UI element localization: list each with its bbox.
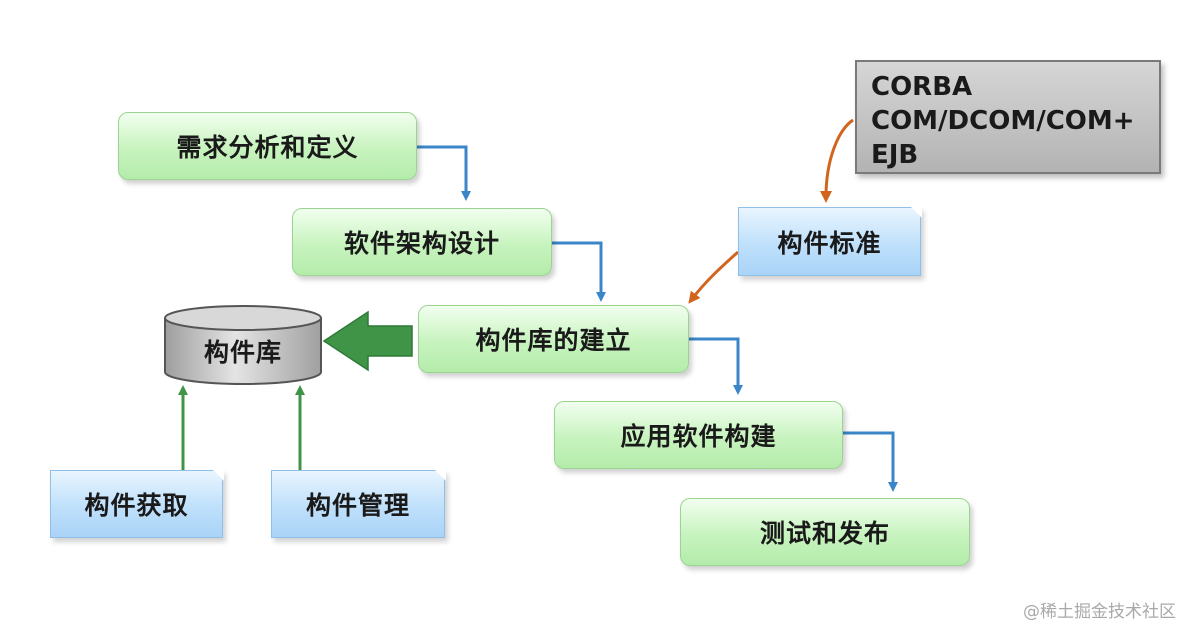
node-architecture: 软件架构设计 bbox=[292, 208, 552, 276]
library-cylinder bbox=[164, 305, 322, 385]
watermark: @稀土掘金技术社区 bbox=[1023, 602, 1176, 622]
arrow-standard-to-library-build bbox=[688, 250, 739, 304]
node-test-release: 测试和发布 bbox=[680, 498, 970, 566]
arrow-requirements-to-architecture bbox=[417, 145, 471, 201]
node-requirements: 需求分析和定义 bbox=[118, 112, 417, 180]
standards-list-box: CORBA COM/DCOM/COM+ EJB bbox=[855, 60, 1161, 174]
node-library-label: 构件库 bbox=[203, 338, 282, 367]
arrow-library-build-to-library bbox=[322, 310, 413, 372]
arrow-app-build-to-test bbox=[843, 431, 898, 492]
arrow-architecture-to-library-build bbox=[552, 241, 606, 302]
standard-com: COM/DCOM/COM+ bbox=[871, 106, 1135, 136]
node-app-build: 应用软件构建 bbox=[554, 401, 843, 469]
node-manage: 构件管理 bbox=[271, 469, 446, 538]
node-acquire: 构件获取 bbox=[50, 469, 224, 538]
standard-corba: CORBA bbox=[871, 72, 973, 102]
arrow-standards-to-standard bbox=[820, 118, 854, 203]
node-library-build: 构件库的建立 bbox=[418, 305, 689, 373]
arrow-library-build-to-app-build bbox=[689, 337, 743, 395]
node-standard: 构件标准 bbox=[738, 206, 922, 276]
standard-ejb: EJB bbox=[871, 140, 919, 170]
